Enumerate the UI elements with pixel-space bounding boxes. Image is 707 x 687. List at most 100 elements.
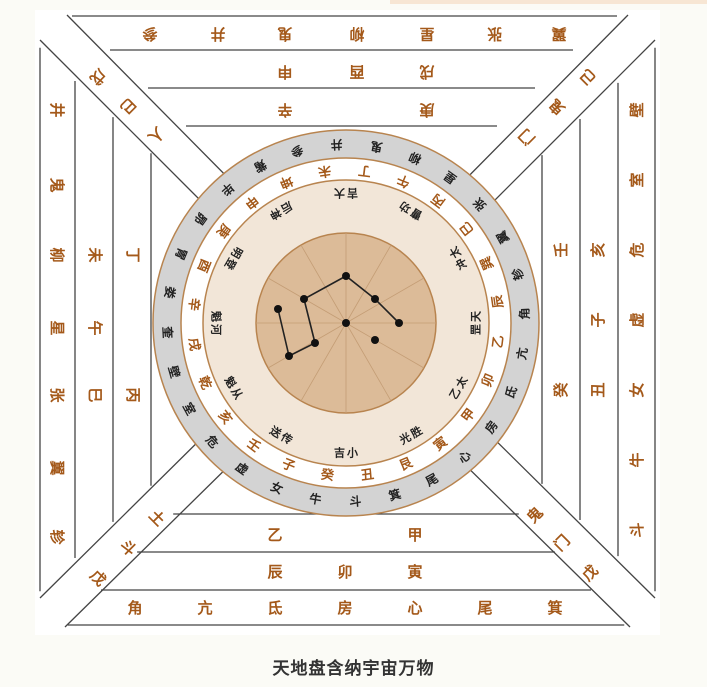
mansion-glyph: 轸 bbox=[509, 265, 527, 282]
mansion-glyph: 鬼 bbox=[369, 139, 383, 156]
right-outer-glyph: 壁 bbox=[628, 102, 646, 117]
stem-branch-glyph: 丑 bbox=[360, 467, 375, 484]
right-outer-glyph: 危 bbox=[628, 242, 646, 257]
stem-branch-glyph: 戌 bbox=[185, 337, 203, 352]
star-dot bbox=[371, 295, 379, 303]
left-outer-glyph: 井 bbox=[48, 102, 66, 117]
star-dot bbox=[371, 336, 379, 344]
mansion-glyph: 尾 bbox=[423, 471, 440, 489]
bottom-outer-glyph: 氐 bbox=[267, 599, 282, 617]
big-dipper-line bbox=[288, 275, 400, 357]
stem-branch-glyph: 卯 bbox=[478, 371, 498, 389]
bottom-middle-glyph: 卯 bbox=[337, 563, 352, 581]
top-outer-glyph: 张 bbox=[487, 25, 503, 43]
general-glyph: 罡 bbox=[470, 324, 483, 335]
general-glyph: 小 bbox=[346, 446, 358, 460]
star-dot bbox=[342, 319, 350, 327]
left-outer-glyph: 柳 bbox=[48, 247, 66, 262]
bottom-outer-glyph: 角 bbox=[127, 599, 142, 617]
diag-bl-glyph: 土 bbox=[145, 506, 168, 529]
left-middle-glyph: 午 bbox=[86, 320, 104, 335]
bottom-outer-glyph: 心 bbox=[407, 599, 422, 617]
star-dot bbox=[285, 352, 293, 360]
diag-br-glyph: 门 bbox=[550, 531, 573, 554]
left-middle-glyph: 未 bbox=[86, 246, 104, 263]
left-inner-glyph: 丙 bbox=[124, 387, 142, 402]
top-accent-bar bbox=[390, 0, 707, 4]
bottom-middle-glyph: 寅 bbox=[407, 563, 422, 581]
top-outer-glyph: 柳 bbox=[349, 25, 364, 43]
top-inner-glyph: 辛 bbox=[277, 101, 292, 119]
mansion-glyph: 牛 bbox=[308, 490, 322, 507]
mansion-glyph: 斗 bbox=[349, 494, 362, 509]
tiandi-board: 参井鬼柳星张翼申酉戌辛庚角亢氐房心尾箕辰卯寅乙甲井鬼柳星张翼轸未午巳丁丙壁室危虚… bbox=[35, 10, 660, 635]
figure-caption: 天地盘含纳宇宙万物 bbox=[272, 659, 435, 679]
star-dot bbox=[342, 272, 350, 280]
stem-branch-glyph: 乾 bbox=[195, 374, 215, 392]
star-dot bbox=[300, 295, 308, 303]
mansion-glyph: 参 bbox=[288, 142, 305, 160]
top-outer-glyph: 井 bbox=[210, 25, 225, 43]
stem-branch-glyph: 子 bbox=[279, 456, 297, 475]
bottom-inner-glyph: 甲 bbox=[407, 526, 422, 544]
right-middle-glyph: 丑 bbox=[589, 382, 607, 397]
bottom-middle-glyph: 辰 bbox=[267, 563, 283, 581]
left-outer-glyph: 翼 bbox=[48, 459, 66, 475]
diag-br-glyph: 鬼 bbox=[523, 503, 546, 526]
mansion-glyph: 娄 bbox=[162, 285, 179, 299]
board-diagram: 参井鬼柳星张翼申酉戌辛庚角亢氐房心尾箕辰卯寅乙甲井鬼柳星张翼轸未午巳丁丙壁室危虚… bbox=[39, 14, 656, 628]
mansion-glyph: 壁 bbox=[165, 364, 183, 380]
diag-br-glyph: 戊 bbox=[578, 561, 601, 584]
top-middle-glyph: 戌 bbox=[419, 63, 434, 81]
stem-branch-glyph: 癸 bbox=[319, 467, 336, 485]
mansion-glyph: 亢 bbox=[513, 346, 530, 360]
top-inner-glyph: 庚 bbox=[419, 101, 434, 119]
top-middle-glyph: 酉 bbox=[349, 63, 364, 81]
top-outer-glyph: 参 bbox=[142, 25, 158, 43]
mansion-glyph: 箕 bbox=[387, 486, 403, 504]
bottom-outer-glyph: 亢 bbox=[197, 599, 212, 617]
right-middle-glyph: 子 bbox=[589, 312, 607, 327]
mansion-glyph: 女 bbox=[269, 478, 286, 496]
mansion-glyph: 井 bbox=[330, 137, 343, 153]
left-outer-glyph: 轸 bbox=[48, 529, 66, 545]
stem-branch-glyph: 坤 bbox=[277, 172, 295, 192]
right-outer-glyph: 牛 bbox=[628, 452, 646, 467]
mansion-glyph: 柳 bbox=[406, 149, 423, 167]
mansion-glyph: 胃 bbox=[172, 246, 190, 262]
general-glyph: 河 bbox=[210, 324, 224, 335]
stem-branch-glyph: 丁 bbox=[357, 162, 372, 178]
star-dot bbox=[274, 305, 282, 313]
diag-tr-glyph: 己 bbox=[576, 65, 599, 88]
stem-branch-glyph: 辛 bbox=[185, 297, 202, 312]
general-glyph: 吉 bbox=[347, 187, 358, 201]
stem-branch-glyph: 辰 bbox=[490, 293, 507, 309]
right-outer-glyph: 室 bbox=[628, 172, 646, 187]
left-outer-glyph: 鬼 bbox=[48, 177, 66, 192]
diag-tl-glyph: 巳 bbox=[116, 94, 139, 117]
right-outer-glyph: 斗 bbox=[628, 522, 646, 537]
right-inner-glyph: 癸 bbox=[552, 382, 570, 399]
bottom-outer-glyph: 房 bbox=[337, 599, 352, 617]
bottom-inner-glyph: 乙 bbox=[267, 526, 282, 544]
rotating-plate bbox=[152, 129, 540, 517]
top-outer-glyph: 星 bbox=[419, 25, 434, 43]
top-outer-glyph: 鬼 bbox=[277, 25, 292, 43]
right-outer-glyph: 虚 bbox=[628, 312, 646, 327]
bottom-outer-glyph: 尾 bbox=[477, 599, 492, 617]
general-glyph: 魁 bbox=[210, 311, 224, 322]
general-glyph: 天 bbox=[470, 310, 483, 322]
diag-tr-glyph: 门 bbox=[515, 125, 538, 148]
star-dot bbox=[311, 339, 319, 347]
right-inner-glyph: 壬 bbox=[552, 242, 570, 257]
mansion-glyph: 角 bbox=[516, 307, 532, 320]
diag-tr-glyph: 鬼 bbox=[545, 95, 568, 118]
mansion-glyph: 翼 bbox=[494, 228, 513, 246]
diag-tl-glyph: 戊 bbox=[86, 65, 109, 88]
stem-branch-glyph: 乙 bbox=[491, 334, 507, 349]
top-outer-glyph: 翼 bbox=[551, 25, 567, 43]
top-middle-glyph: 申 bbox=[277, 63, 292, 81]
mansion-glyph: 奎 bbox=[160, 325, 176, 340]
stem-branch-glyph: 酉 bbox=[194, 256, 213, 274]
right-middle-glyph: 亥 bbox=[589, 242, 607, 257]
